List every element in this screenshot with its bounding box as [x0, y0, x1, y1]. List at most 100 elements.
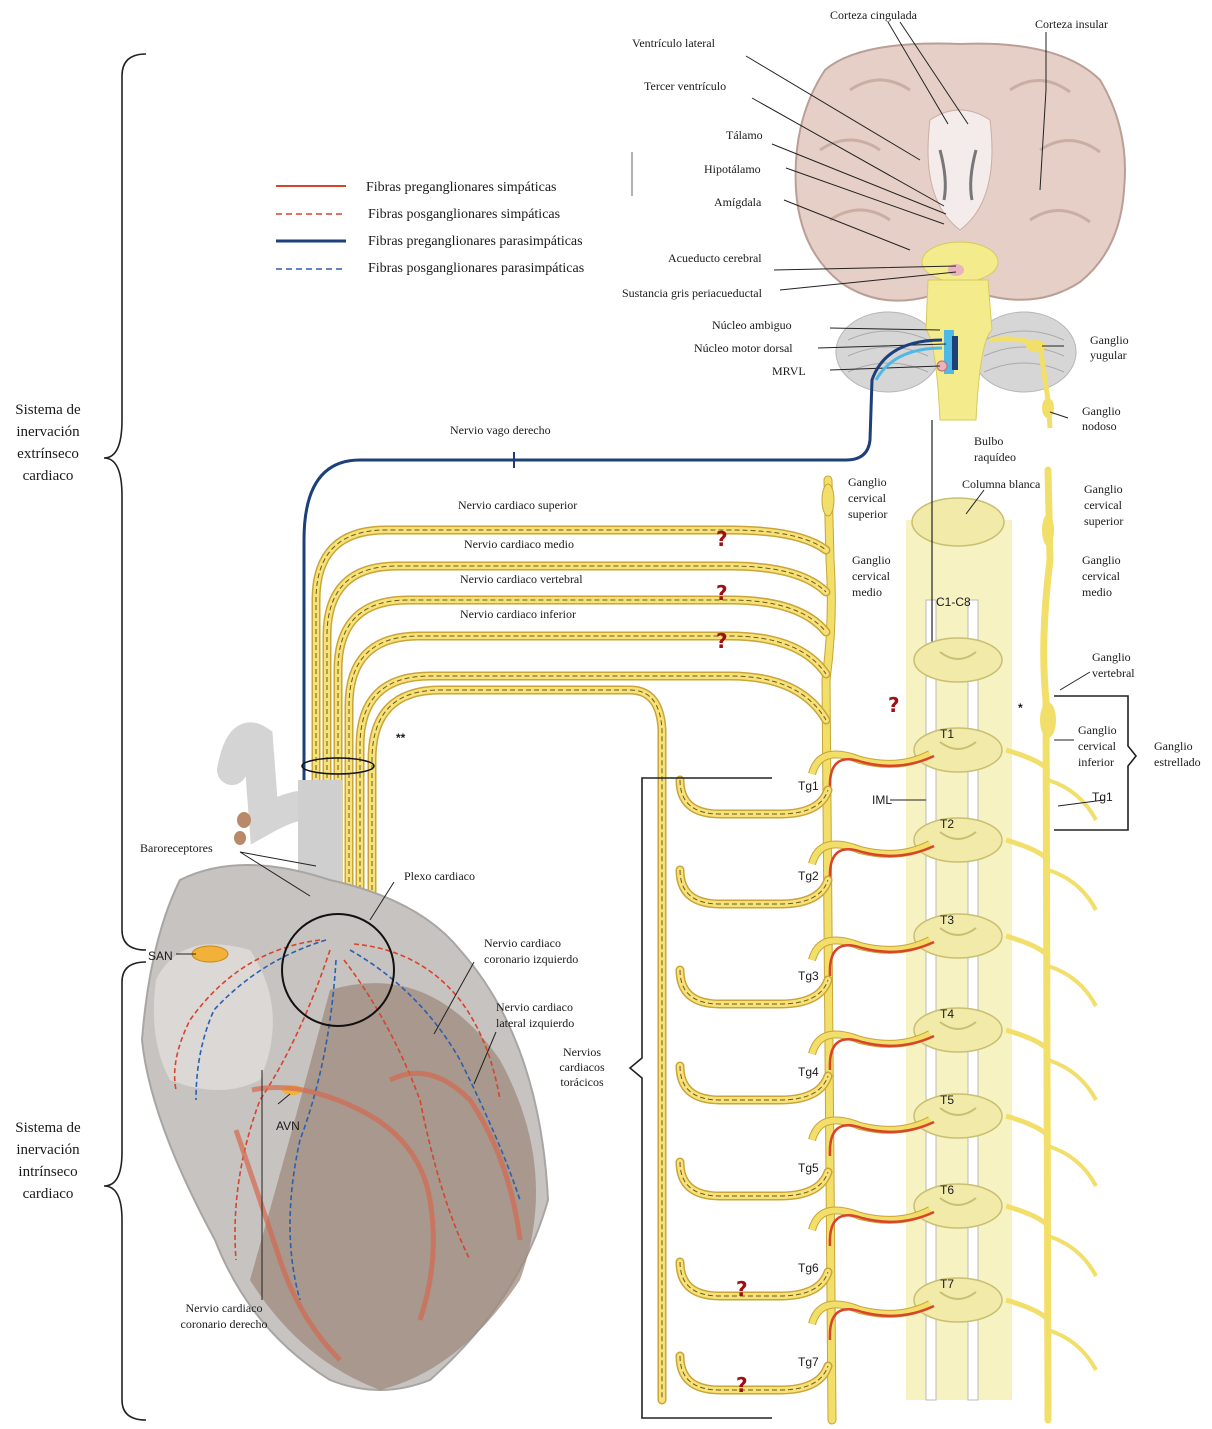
- text-line: Ganglio: [1078, 723, 1117, 737]
- text-line: Ganglio: [1092, 650, 1131, 664]
- segment-label: T6: [940, 1183, 954, 1197]
- text-line: torácicos: [560, 1075, 604, 1089]
- label-san: SAN: [148, 949, 173, 963]
- brain-section: Corteza cingulada Corteza insular Ventrí…: [622, 8, 1129, 464]
- text-line: Ganglio: [1082, 553, 1121, 567]
- text-line: Nervio cardiaco: [496, 1000, 573, 1014]
- text-line: Nervio cardiaco: [484, 936, 561, 950]
- right-ramus: [1006, 1300, 1048, 1320]
- label-nucleo-motor: Núcleo motor dorsal: [694, 341, 793, 355]
- text-line: Ganglio: [1154, 739, 1193, 753]
- text-line: cervical: [1078, 739, 1117, 753]
- label-gcm-right: Gangliocervicalmedio: [1082, 553, 1121, 599]
- segment-label: T5: [940, 1093, 954, 1107]
- right-branch: [1048, 1060, 1096, 1100]
- extrinsic-brace: [104, 54, 146, 950]
- thoracic-ganglion-label: Tg6: [798, 1261, 819, 1275]
- text-line: Ganglio: [1090, 333, 1129, 347]
- cardiac-nerve-outline: [360, 676, 826, 930]
- text-line: raquídeo: [974, 450, 1016, 464]
- right-chain: [1044, 470, 1050, 1420]
- cardiac-nerve-outline: [316, 530, 826, 930]
- label-amigdala: Amígdala: [714, 195, 762, 209]
- right-branch: [1048, 1330, 1096, 1370]
- spinal-cord: Columna blanca C1-C8 IML T1T2T3T4T5T6T7: [872, 420, 1041, 1400]
- right-branch: [1048, 966, 1096, 1006]
- label-g-vertebral: Gangliovertebral: [1092, 650, 1135, 680]
- text-line: estrellado: [1154, 755, 1201, 769]
- stellate-ganglion: [1040, 702, 1056, 738]
- nodose-ganglion: [1042, 398, 1054, 418]
- question-mark: ?: [736, 1277, 748, 1301]
- text-line: cervical: [848, 491, 887, 505]
- segment-label: T3: [940, 913, 954, 927]
- cardiac-nerve-dash: [316, 530, 826, 930]
- text-line: coronario derecho: [181, 1317, 268, 1331]
- text-line: superior: [848, 507, 887, 521]
- segment-label: T7: [940, 1277, 954, 1291]
- label-mrvl: MRVL: [772, 364, 806, 378]
- thoracic-ganglion-labels: Tg1Tg2Tg3Tg4Tg5Tg6Tg7: [798, 779, 819, 1369]
- text-line: Bulbo: [974, 434, 1003, 448]
- right-ramus: [1006, 1206, 1048, 1226]
- text-line: yugular: [1090, 348, 1127, 362]
- text-line: lateral izquierdo: [496, 1016, 574, 1030]
- label-lateral-izq: Nervio cardiaco lateral izquierdo: [496, 1000, 574, 1030]
- right-branch: [1048, 1146, 1096, 1186]
- label-toracicos: Nervioscardiacostorácicos: [559, 1045, 605, 1089]
- right-gcs-ganglion: [1042, 514, 1054, 546]
- text-line: cervical: [1082, 569, 1121, 583]
- text-line: cardiaco: [23, 1186, 74, 1202]
- cardiac-nerve-outline: [327, 566, 826, 930]
- label-nucleo-ambiguo: Núcleo ambiguo: [712, 318, 792, 332]
- thoracic-ganglion-label: Tg3: [798, 969, 819, 983]
- label-n-inferior: Nervio cardiaco inferior: [460, 607, 576, 621]
- text-line: Nervios: [563, 1045, 601, 1059]
- label-estrellado: Ganglio estrellado: [1154, 739, 1201, 769]
- text-line: intrínseco: [18, 1164, 77, 1180]
- question-mark: ?: [716, 527, 728, 551]
- text-line: Ganglio: [1082, 404, 1121, 418]
- question-mark: ?: [716, 629, 728, 653]
- right-ramus: [1006, 936, 1048, 956]
- legend-label-para-pre: Fibras preganglionares parasimpáticas: [368, 234, 583, 249]
- legend-label-symp-pre: Fibras preganglionares simpáticas: [366, 180, 557, 195]
- label-avn: AVN: [276, 1119, 300, 1133]
- label-talamo: Tálamo: [726, 128, 763, 142]
- right-branch: [1048, 870, 1096, 910]
- question-mark: ?: [736, 1373, 748, 1397]
- label-corteza-insular: Corteza insular: [1035, 17, 1108, 31]
- label-bulbo: Bulbo raquídeo: [974, 434, 1016, 464]
- text-line: coronario izquierdo: [484, 952, 578, 966]
- label-tercer-ventriculo: Tercer ventrículo: [644, 79, 726, 93]
- cardiac-nerve-dash: [360, 676, 826, 930]
- thoracic-ganglion-label: Tg4: [798, 1065, 819, 1079]
- baroreceptor-dot-2: [234, 831, 246, 845]
- label-acueducto: Acueducto cerebral: [668, 251, 762, 265]
- thoracic-ganglion-label: Tg1: [798, 779, 819, 793]
- label-sustancia-gris: Sustancia gris periacueductal: [622, 286, 763, 300]
- segment-label: T4: [940, 1007, 954, 1021]
- label-tg1-right: Tg1: [1092, 790, 1113, 804]
- thoracic-ganglion-label: Tg5: [798, 1161, 819, 1175]
- thoracic-ganglion-label: Tg7: [798, 1355, 819, 1369]
- text-line: Nervio cardiaco: [186, 1301, 263, 1315]
- label-gcs-right: Gangliocervicalsuperior: [1084, 482, 1123, 528]
- baroreceptor-dot-1: [237, 812, 251, 828]
- text-line: superior: [1084, 514, 1123, 528]
- legend-label-symp-post: Fibras posganglionares simpáticas: [368, 207, 560, 222]
- text-line: cardiacos: [559, 1060, 605, 1074]
- label-n-vertebral: Nervio cardiaco vertebral: [460, 572, 583, 586]
- text-line: cervical: [1084, 498, 1123, 512]
- intrinsic-brace: [104, 962, 146, 1420]
- text-line: inferior: [1078, 755, 1114, 769]
- right-ramus: [1006, 840, 1048, 860]
- text-line: medio: [852, 585, 882, 599]
- label-coronario-izq: Nervio cardiaco coronario izquierdo: [484, 936, 578, 966]
- cord-c-section: [912, 498, 1004, 546]
